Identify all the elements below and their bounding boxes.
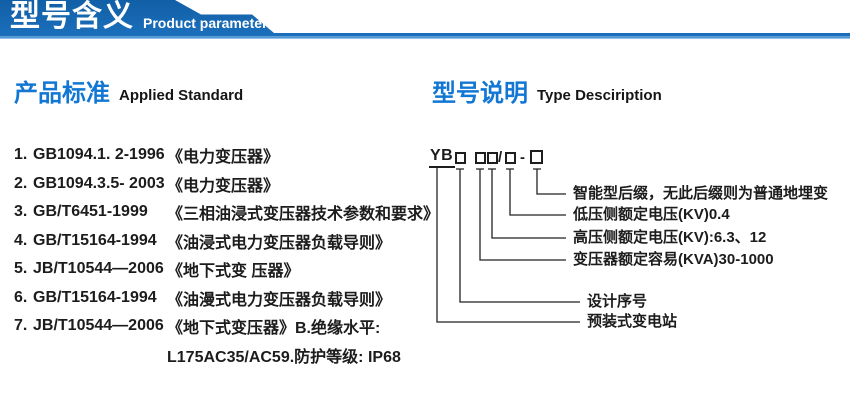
type-description-heading-en: Type Desciription [537, 87, 662, 104]
standard-title: 《油漫式电力变压器负载导则》 [167, 291, 392, 309]
item-number: 2. [14, 174, 28, 192]
diagram-label-smart-suffix: 智能型后缀，无此后缀则为普通地埋变 [573, 185, 829, 202]
capacity-box-1 [475, 152, 486, 164]
standard-item-3: 3. GB/T6451-1999 《三相油浸式变压器技术参数和要求》 [14, 198, 444, 227]
item-number: 6. [14, 288, 28, 306]
standard-code: GB/T6451-1999 [33, 203, 148, 221]
design-serial-box [455, 152, 466, 164]
standard-item-6: 6. GB/T15164-1994 《油漫式电力变压器负载导则》 [14, 284, 444, 313]
type-code-prefix: YB [429, 147, 456, 168]
standard-title: 《三相油浸式变压器技术参数和要求》 [167, 206, 440, 224]
applied-standard-heading: 产品标准 Applied Standard [14, 80, 243, 108]
type-description-heading: 型号说明 Type Desciription [432, 80, 662, 108]
standard-item-2: 2. GB1094.3.5- 2003 《电力变压器》 [14, 170, 444, 199]
standard-title: 《电力变压器》 [167, 149, 280, 167]
standard-code: GB/T15164-1994 [33, 231, 157, 249]
standard-item-7: 7. JB/T10544—2006 《地下式变压器》B.绝缘水平: [14, 312, 444, 341]
standard-code: JB/T10544—2006 [33, 260, 164, 278]
item-number: 1. [14, 146, 28, 164]
standard-title: 《电力变压器》 [167, 177, 280, 195]
capacity-box-2 [487, 152, 498, 164]
standard-code: GB/T15164-1994 [33, 288, 157, 306]
smart-suffix-box [530, 150, 543, 164]
type-code-diagram: YB / - 智能型后缀，无此后缀则为普通地埋变 低压侧额定电压(KV)0.4 … [425, 143, 850, 348]
standard-item-1: 1. GB1094.1. 2-1996 《电力变压器》 [14, 141, 444, 170]
item-number: 4. [14, 231, 28, 249]
type-code-dash: - [520, 149, 525, 166]
standard-title: 《油浸式电力变压器负载导则》 [167, 234, 392, 252]
standard-item-4: 4. GB/T15164-1994 《油浸式电力变压器负载导则》 [14, 227, 444, 256]
diagram-label-substation: 预装式变电站 [587, 313, 678, 330]
diagram-label-low-voltage: 低压侧额定电压(KV)0.4 [573, 206, 730, 223]
page-banner: 型号含义 Product parameters [0, 0, 850, 40]
item-number: 5. [14, 260, 28, 278]
standard-code: GB1094.1. 2-1996 [33, 146, 165, 164]
banner-ribbon-shape [0, 0, 850, 39]
item-number: 3. [14, 203, 28, 221]
low-voltage-box [505, 152, 516, 164]
applied-standard-heading-cn: 产品标准 [14, 80, 110, 107]
diagram-label-design-serial: 设计序号 [587, 293, 648, 310]
standard-item-5: 5. JB/T10544—2006 《地下式变 压器》 [14, 255, 444, 284]
item-number: 7. [14, 317, 28, 335]
standard-code: JB/T10544—2006 [33, 317, 164, 335]
standard-title-continuation: L175AC35/AC59.防护等级: IP68 [167, 348, 401, 366]
type-description-heading-cn: 型号说明 [432, 80, 528, 107]
standard-code: GB1094.3.5- 2003 [33, 174, 165, 192]
diagram-label-rated-capacity: 变压器额定容易(KVA)30-1000 [573, 251, 774, 268]
diagram-label-high-voltage: 高压侧额定电压(KV):6.3、12 [573, 229, 767, 246]
standards-list: 1. GB1094.1. 2-1996 《电力变压器》 2. GB1094.3.… [14, 141, 444, 369]
standard-title: 《地下式变 压器》 [167, 263, 300, 281]
page-title: 型号含义 [10, 0, 134, 33]
page-subtitle: Product parameters [143, 15, 276, 31]
standard-title: 《地下式变压器》B.绝缘水平: [167, 320, 381, 338]
diagram-connector-lines [436, 168, 580, 323]
type-code-slash: / [498, 149, 503, 166]
standard-item-7-continuation: L175AC35/AC59.防护等级: IP68 [14, 341, 444, 370]
applied-standard-heading-en: Applied Standard [119, 87, 244, 104]
